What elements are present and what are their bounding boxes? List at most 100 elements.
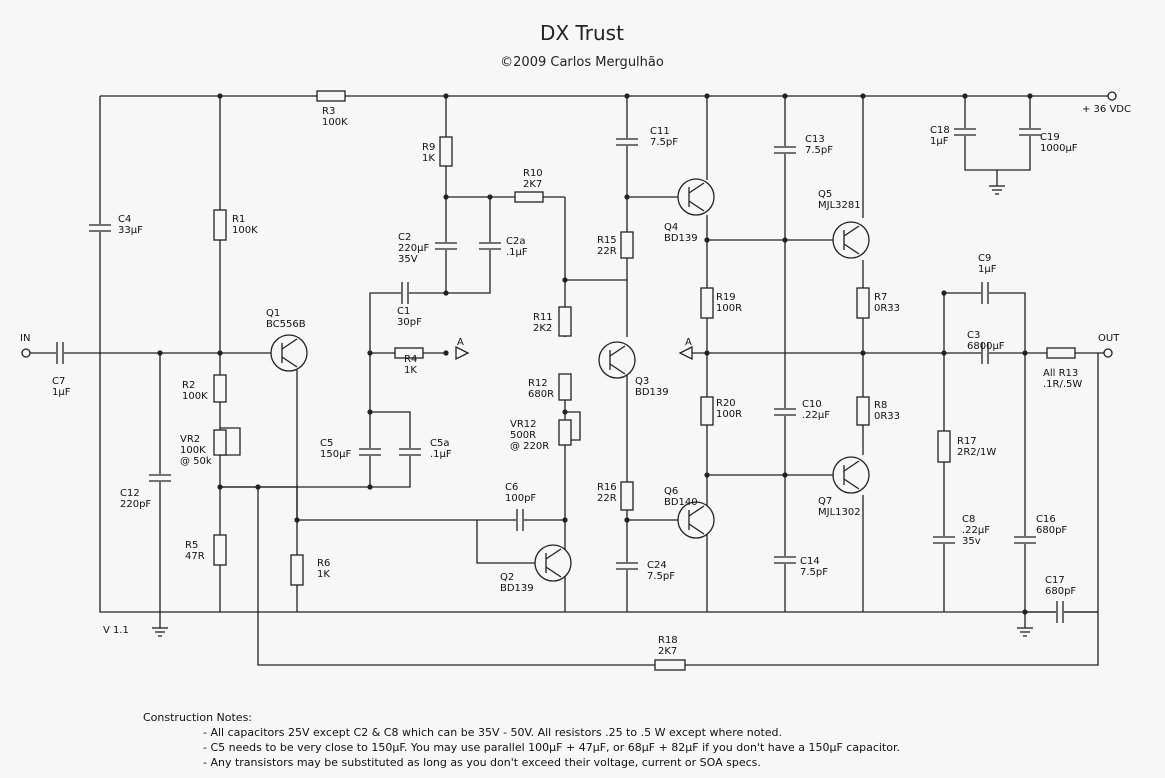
wire-segment (445, 96, 565, 198)
component-label-c18: C18 (930, 125, 950, 136)
component-label-c19: C19 (1040, 132, 1060, 143)
notes-heading: Construction Notes: (143, 711, 253, 724)
junction-dot (624, 194, 630, 200)
capacitor-gap (615, 138, 639, 146)
wire-segment (220, 427, 241, 456)
component-label-c18: 1µF (930, 136, 949, 147)
component-label-q7: Q7 (818, 496, 832, 507)
component-label-c24: 7.5pF (647, 571, 675, 582)
component-label-q5: Q5 (818, 189, 832, 200)
construction-notes: Construction Notes: - All capacitors 25V… (143, 710, 900, 770)
transistor-lead (609, 363, 626, 375)
component-label-vr12: @ 220R (510, 441, 549, 452)
component-label-r8: R8 (874, 400, 887, 411)
component-label-r12: R12 (528, 378, 548, 389)
junction-dot (255, 484, 261, 490)
junction-dot (443, 350, 449, 356)
version-label: V 1.1 (103, 625, 129, 636)
resistor-body (937, 430, 951, 463)
component-label-r5: R5 (185, 540, 198, 551)
supply-label: + 36 VDC (1082, 104, 1131, 115)
component-label-vr12: VR12 (510, 419, 537, 430)
junction-dot (941, 290, 947, 296)
junction-dot (782, 472, 788, 478)
component-label-r5: 47R (185, 551, 205, 562)
component-label-r11: 2K2 (533, 323, 552, 334)
component-label-c1: C1 (397, 306, 410, 317)
transistor-lead (688, 200, 705, 212)
component-label-r12: 680R (528, 389, 554, 400)
junction-dot (624, 93, 630, 99)
component-label-c8: C8 (962, 514, 975, 525)
note-item: - Any transistors may be substituted as … (203, 756, 761, 769)
junction-dot (704, 472, 710, 478)
junction-dot (782, 93, 788, 99)
component-label-c10: .22µF (802, 410, 830, 421)
resistor-body (700, 396, 714, 426)
capacitor-gap (1013, 536, 1037, 544)
capacitor-gap (516, 508, 524, 532)
capacitor-gap (981, 281, 989, 305)
transistor-lead (843, 243, 860, 255)
component-label-r9: R9 (422, 142, 435, 153)
component-label-vr12: 500R (510, 430, 536, 441)
component-label-c7: C7 (52, 376, 65, 387)
capacitor-gap (773, 556, 797, 564)
component-label-r1: 100K (232, 225, 258, 236)
component-label-c2: 220µF (398, 243, 429, 254)
component-label-r1: R1 (232, 214, 245, 225)
component-label-c24: C24 (647, 560, 667, 571)
component-label-r20: R20 (716, 398, 736, 409)
transistor-body (598, 341, 636, 379)
component-label-r11: R11 (533, 312, 553, 323)
component-label-c2a: C2a (506, 236, 525, 247)
junction-dot (941, 350, 947, 356)
transistor-body (534, 544, 572, 582)
resistor-body (213, 534, 227, 566)
junction-dot (782, 237, 788, 243)
junction-dot (704, 350, 710, 356)
node-a-arrow (455, 345, 470, 361)
capacitor-gap (1018, 128, 1042, 136)
component-label-c5a: .1µF (430, 449, 452, 460)
resistor-body (213, 374, 227, 403)
supply-terminal (1107, 91, 1117, 101)
transistor-body (832, 456, 870, 494)
junction-dot (1022, 350, 1028, 356)
resistor-body (620, 481, 634, 511)
output-terminal-label: OUT (1098, 333, 1120, 344)
resistor-body (290, 554, 304, 586)
junction-dot (1027, 93, 1033, 99)
component-label-r16: 22R (597, 493, 617, 504)
transistor-body (677, 178, 715, 216)
component-label-c1: 30pF (397, 317, 422, 328)
component-label-r17: 2R2/1W (957, 447, 996, 458)
transistor-lead (545, 566, 562, 578)
resistor-body (394, 347, 424, 359)
component-label-c13: 7.5pF (805, 145, 833, 156)
capacitor-gap (773, 408, 797, 416)
component-label-q6: Q6 (664, 486, 678, 497)
diagram-title: DX Trust (540, 21, 624, 45)
component-label-c3: 6800µF (967, 341, 1005, 352)
component-label-r13: All R13 (1043, 368, 1078, 379)
capacitor-gap (478, 242, 502, 250)
junction-dot (704, 93, 710, 99)
junction-dot (624, 517, 630, 523)
wire-segment (257, 353, 1099, 666)
component-label-q2: Q2 (500, 572, 514, 583)
component-label-c6: C6 (505, 482, 518, 493)
transistor-body (832, 221, 870, 259)
component-label-vr2: VR2 (180, 434, 200, 445)
resistor-body (620, 231, 634, 259)
transistor-lead (688, 182, 705, 194)
component-label-q6: BD140 (664, 497, 698, 508)
component-label-q7: MJL1302 (818, 507, 861, 518)
resistor-body (700, 287, 714, 319)
schematic-diagram: DX Trust ©2009 Carlos Mergulhão C433µFC7… (20, 21, 1131, 671)
output-terminal (1103, 348, 1113, 358)
component-labels: C433µFC71µFC12220pFR1100KR2100KVR2100K@ … (52, 106, 1082, 657)
junction-dot (443, 194, 449, 200)
junction-dot (562, 517, 568, 523)
transistor-lead (843, 225, 860, 237)
